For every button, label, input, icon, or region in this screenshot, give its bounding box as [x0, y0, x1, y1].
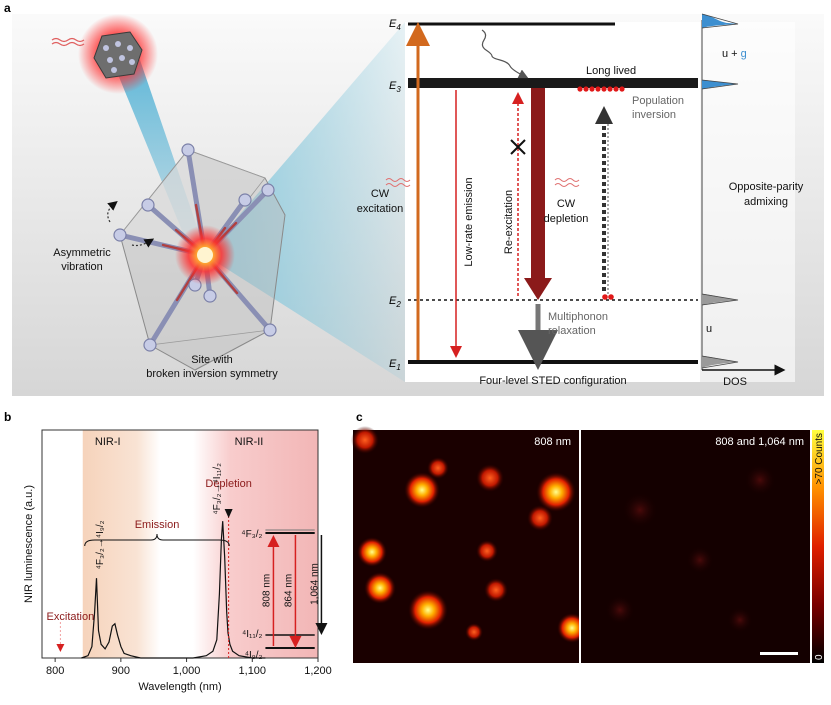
colorbar-bottom-label: 0 — [814, 654, 825, 660]
panel-b-label: b — [4, 410, 11, 424]
image-left-title: 808 nm — [534, 436, 571, 448]
site-caption-line2: broken inversion symmetry — [146, 368, 278, 380]
vibration-label-line2: vibration — [61, 261, 103, 273]
x-tick-label: 1,200 — [304, 665, 332, 677]
x-axis-label: Wavelength (nm) — [138, 681, 221, 693]
transition-864-label: ⁴F₃/₂→⁴I₉/₂ — [95, 520, 106, 569]
population-inversion-head — [595, 106, 613, 124]
colorbar-top-label: >70 Counts — [814, 433, 825, 484]
cw-depletion-label-line2: depletion — [544, 213, 589, 225]
parity-label-line2: admixing — [744, 196, 788, 208]
dos-peak-e2 — [702, 294, 738, 305]
cw-depletion-label-line1: CW — [557, 198, 576, 210]
long-lived-label: Long lived — [586, 65, 636, 77]
emission-label: Emission — [135, 519, 180, 531]
central-ion — [197, 247, 213, 263]
ligand-atoms — [113, 143, 277, 352]
x-tick-label: 1,100 — [239, 665, 267, 677]
blocked-cross — [510, 139, 526, 155]
excitation-label: Excitation — [47, 611, 95, 623]
nir2-band — [193, 430, 318, 658]
population-label-line1: Population — [632, 95, 684, 107]
nir1-label: NIR-I — [95, 436, 121, 448]
emission-brace — [84, 533, 230, 547]
panel-c-label: c — [356, 410, 363, 424]
transition-1064-label: ⁴F₃/₂→⁴I₁₁/₂ — [212, 463, 223, 515]
image-right-title: 808 and 1,064 nm — [715, 436, 804, 448]
population-dots — [577, 86, 625, 300]
level-e2-label: E2 — [389, 295, 401, 309]
vibration-label-line1: Asymmetric — [53, 247, 111, 259]
level-e1-label: E1 — [389, 358, 401, 372]
panel-a-label: a — [4, 1, 11, 15]
image-left — [351, 426, 587, 663]
inset-808-label: 808 nm — [261, 574, 272, 607]
config-caption: Four-level STED configuration — [479, 375, 626, 387]
dos-label: DOS — [723, 376, 747, 388]
multiphonon-label-line2: relaxation — [548, 325, 596, 337]
nir1-band — [82, 430, 161, 658]
depletion-wave — [554, 178, 580, 187]
inset-i112-label: ⁴I₁₁/₂ — [242, 629, 263, 640]
colorbar — [812, 430, 824, 663]
nonradiative-wavy-arrow — [481, 29, 529, 79]
level-e4-label: E4 — [389, 18, 401, 32]
cw-excitation-label-line2: excitation — [357, 203, 403, 215]
level-e3 — [408, 78, 698, 88]
ug-label: u + g — [722, 48, 747, 60]
level-labels: E4 E3 E2 E1 — [389, 18, 401, 372]
population-label-line2: inversion — [632, 109, 676, 121]
inset-1064-label: 1,064 nm — [309, 563, 320, 605]
cw-excitation-label-line1: CW — [371, 188, 390, 200]
depletion-marker-head — [224, 509, 233, 518]
u-label: u — [706, 323, 712, 335]
nanocrystal-excitation-wave — [51, 37, 85, 47]
image-right — [581, 430, 810, 663]
x-tick-label: 800 — [46, 665, 64, 677]
re-excitation-label: Re-excitation — [503, 190, 515, 254]
spectrum-line — [81, 521, 266, 659]
image-divider — [579, 430, 581, 663]
cw-depletion-arrow — [524, 88, 552, 300]
nir2-label: NIR-II — [235, 436, 264, 448]
multiphonon-label-line1: Multiphonon — [548, 311, 608, 323]
x-tick-label: 900 — [112, 665, 130, 677]
site-caption-line1: Site with — [191, 354, 233, 366]
inset-i92-label: ⁴I₉/₂ — [245, 650, 263, 661]
scale-bar — [760, 652, 798, 655]
level-e3-label: E3 — [389, 80, 401, 94]
dos-peak-e3 — [702, 80, 738, 89]
x-tick-label: 1,000 — [173, 665, 201, 677]
depletion-label: Depletion — [205, 478, 251, 490]
excitation-marker-head — [56, 644, 65, 652]
dos-peak-e4 — [702, 14, 738, 24]
dos-peak-e4-lower — [702, 22, 738, 28]
parity-label-line1: Opposite-parity — [729, 181, 804, 193]
dos-peak-e1 — [702, 356, 738, 368]
nanocrystal — [78, 14, 158, 94]
dos-outline — [701, 13, 739, 369]
y-axis-label: NIR luminescence (a.u.) — [23, 485, 35, 603]
low-rate-emission-label: Low-rate emission — [463, 177, 475, 266]
zoom-cone — [205, 22, 405, 382]
vibration-arrows — [107, 200, 155, 248]
inset-864-label: 864 nm — [283, 574, 294, 607]
inset-f32-label: ⁴F₃/₂ — [241, 529, 262, 540]
excitation-wave — [385, 178, 411, 187]
